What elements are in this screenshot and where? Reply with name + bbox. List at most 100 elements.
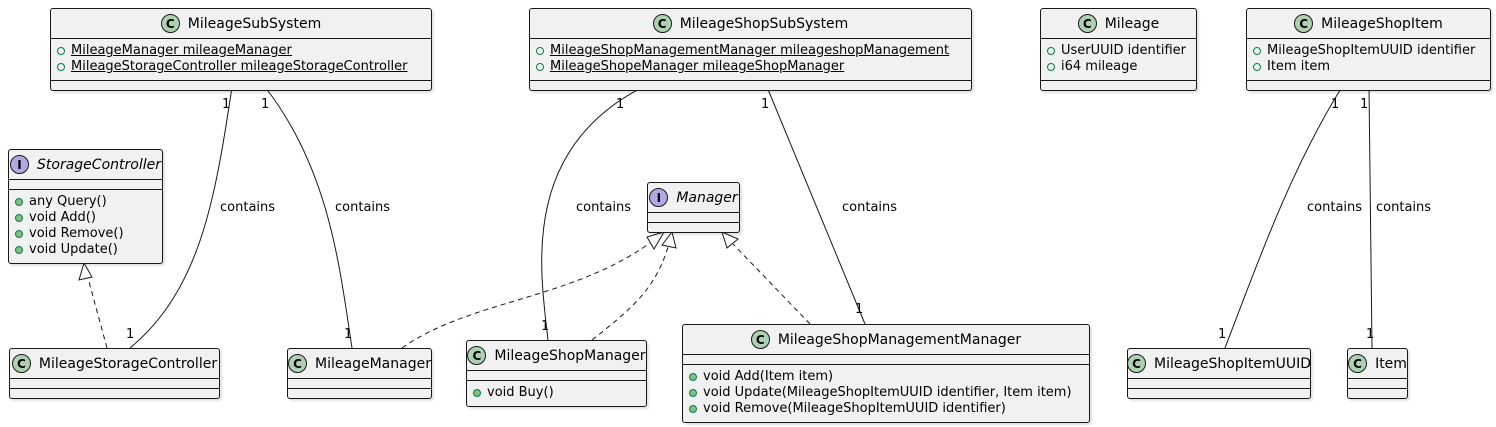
class-name: MileageShopManagementManager [777,331,1022,348]
edge-subsystem-storagecontroller [129,86,233,349]
public-field-icon [1047,63,1055,71]
public-field-icon [1253,47,1261,55]
public-field-icon [536,47,544,55]
field: MileageManager mileageManager [71,43,292,58]
methods-section [1348,388,1407,398]
methods-section [10,388,219,398]
class-item[interactable]: C Item [1347,348,1408,399]
class-mileage-manager[interactable]: C MileageManager [287,348,432,399]
method: any Query() [29,194,107,209]
arrowhead-storagecontroller [78,261,93,281]
public-method-icon [689,389,697,397]
public-method-icon [689,373,697,381]
arrowhead-shopmanager [661,230,677,249]
method: void Add() [29,210,96,225]
class-name: MileageShopItemUUID [1153,355,1312,372]
class-badge-icon: C [1126,354,1146,373]
method: void Buy() [487,385,554,400]
mult-subsystem-storage-to: 1 [126,327,134,342]
field: MileageShopeManager mileageShopManager [550,59,845,74]
field: Item item [1267,59,1331,74]
class-mileage-shop-manager[interactable]: C MileageShopManager void Buy() [466,340,647,407]
class-badge-icon: C [11,354,31,373]
fields-section [10,378,219,388]
public-field-icon [57,47,65,55]
fields-section [648,212,739,222]
fields-section: MileageShopItemUUID identifier Item item [1247,38,1490,80]
class-mileage-shop-item-uuid[interactable]: C MileageShopItemUUID [1126,348,1312,399]
class-name: MileageShopManager [494,347,646,364]
method: void Update() [29,242,118,257]
class-badge-icon: C [288,354,308,373]
label-shopitem-uuid: contains [1307,200,1362,215]
class-name: MileageSubSystem [187,15,322,32]
field: UserUUID identifier [1061,43,1186,58]
class-badge-icon: C [467,346,487,365]
class-name: MileageShopSubSystem [679,15,849,32]
public-field-icon [536,63,544,71]
class-badge-icon: C [1348,354,1368,373]
field: MileageStorageController mileageStorageC… [71,59,408,74]
public-field-icon [1047,47,1055,55]
edge-realize-shopmanager [591,246,669,341]
fields-section: UserUUID identifier i64 mileage [1041,38,1196,80]
interface-name: StorageController [37,156,161,173]
class-name: MileageManager [315,355,431,372]
method: void Remove(MileageShopItemUUID identifi… [703,401,1006,416]
class-badge-icon: C [1294,14,1314,33]
interface-badge-icon: I [10,155,30,174]
arrowhead-mileagemanager [646,231,666,250]
methods-section [288,388,431,398]
fields-section: MileageShopManagementManager mileageshop… [530,38,971,80]
methods-section [1247,80,1490,90]
edge-shopitem-item [1368,86,1373,349]
label-shopitem-item: contains [1376,200,1431,215]
methods-section: any Query() void Add() void Remove() voi… [9,189,162,263]
class-mileage-storage-controller[interactable]: C MileageStorageController [9,348,220,399]
class-mileage[interactable]: C Mileage UserUUID identifier i64 mileage [1040,8,1197,91]
class-mileage-shop-sub-system[interactable]: C MileageShopSubSystem MileageShopManagem… [529,8,972,91]
interface-storage-controller[interactable]: I StorageController any Query() void Add(… [8,149,163,264]
mult-shopitem-item-from: 1 [1360,97,1368,112]
label-subsystem-manager: contains [335,200,390,215]
method: void Add(Item item) [703,369,834,384]
class-name: Item [1375,355,1407,372]
class-badge-icon: C [1077,14,1097,33]
class-badge-icon: C [652,14,672,33]
fields-section [683,354,1089,364]
label-shopsub-shopmanager: contains [576,200,631,215]
mult-subsystem-manager-from: 1 [261,97,269,112]
methods-section: void Buy() [467,380,646,406]
class-mileage-shop-management-manager[interactable]: C MileageShopManagementManager void Add(I… [682,324,1090,423]
mult-shopsub-mgmt-from: 1 [761,97,769,112]
class-badge-icon: C [750,330,770,349]
mult-subsystem-manager-to: 1 [344,327,352,342]
method: void Update(MileageShopItemUUID identifi… [703,385,1072,400]
class-mileage-shop-item[interactable]: C MileageShopItem MileageShopItemUUID ide… [1246,8,1491,91]
label-subsystem-storage: contains [220,200,275,215]
edge-shopitem-uuid [1224,86,1343,349]
methods-section [1041,80,1196,90]
mult-shopitem-uuid-to: 1 [1218,327,1226,342]
mult-subsystem-storage-from: 1 [222,97,230,112]
methods-section [1128,388,1310,398]
public-method-icon [473,389,481,397]
fields-section [467,370,646,380]
interface-badge-icon: I [649,188,669,207]
public-field-icon [57,63,65,71]
methods-section [530,80,971,90]
public-field-icon [1253,63,1261,71]
edge-realize-managementmanager [732,243,811,325]
mult-shopsub-shopmanager-to: 1 [541,319,549,334]
public-method-icon [689,405,697,413]
class-name: MileageShopItem [1321,15,1443,32]
class-name: MileageStorageController [38,355,218,372]
field: MileageShopItemUUID identifier [1267,43,1476,58]
class-name: Mileage [1104,15,1160,32]
methods-section: void Add(Item item) void Update(MileageS… [683,364,1089,422]
mult-shopitem-uuid-from: 1 [1331,97,1339,112]
public-method-icon [15,230,23,238]
fields-section [1128,378,1310,388]
